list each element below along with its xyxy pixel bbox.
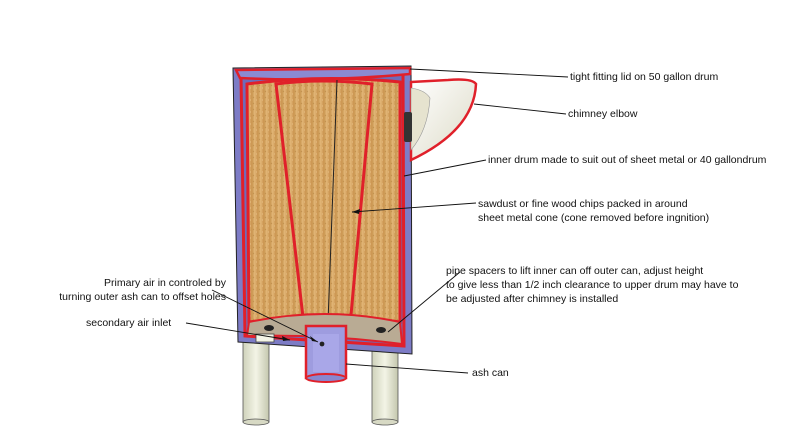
label-primary-air-line-2: turning outer ash can to offset holes <box>59 291 226 303</box>
label-ash-can: ash can <box>472 366 509 380</box>
label-lid-line-1: tight fitting lid on 50 gallon drum <box>570 71 719 83</box>
leader-elbow <box>473 103 567 115</box>
label-primary-air: Primary air in controled by turning oute… <box>59 276 226 304</box>
label-inner-drum-line-1: inner drum made to suit out of sheet met… <box>488 154 767 166</box>
label-sawdust-line-2: sheet metal cone (cone removed before in… <box>478 212 710 224</box>
label-sawdust: sawdust or fine wood chips packed in aro… <box>478 197 709 225</box>
label-spacers-line-1: pipe spacers to lift inner can off outer… <box>446 265 704 277</box>
leader-ash-can <box>345 363 469 374</box>
label-spacers-line-2: to give less than 1/2 inch clearance to … <box>446 279 739 291</box>
left-leg-foot <box>242 418 270 426</box>
label-sawdust-line-1: sawdust or fine wood chips packed in aro… <box>478 198 688 210</box>
label-primary-air-line-1: Primary air in controled by <box>104 277 226 289</box>
floor-hole-right <box>376 327 386 333</box>
label-inner-drum: inner drum made to suit out of sheet met… <box>488 153 766 167</box>
right-leg-foot <box>371 418 399 426</box>
label-ash-can-line-1: ash can <box>472 367 509 379</box>
ash-can <box>304 324 348 383</box>
leader-primary-air <box>211 289 319 343</box>
leader-secondary-air <box>185 322 291 341</box>
label-secondary-air-line-1: secondary air inlet <box>86 317 172 329</box>
leader-arrowheads <box>282 209 360 342</box>
label-elbow-line-1: chimney elbow <box>568 108 638 120</box>
leader-spacers <box>387 271 461 333</box>
label-spacers-line-3: be adjusted after chimney is installed <box>446 293 619 305</box>
primary-air-hole <box>319 341 325 347</box>
leader-sawdust <box>351 202 477 213</box>
cone-centerline <box>327 79 338 323</box>
label-chimney-elbow: chimney elbow <box>568 107 637 121</box>
left-leg <box>242 339 270 423</box>
secondary-air-pipe <box>255 333 275 343</box>
chimney-collar <box>404 112 412 142</box>
label-lid: tight fitting lid on 50 gallon drum <box>570 70 718 84</box>
leader-lines <box>185 68 569 374</box>
label-pipe-spacers: pipe spacers to lift inner can off outer… <box>446 264 738 306</box>
leader-lid <box>409 68 569 78</box>
leader-inner-drum <box>403 159 487 177</box>
chimney-elbow-shadow <box>410 87 431 151</box>
label-secondary-air: secondary air inlet <box>86 316 171 330</box>
right-leg <box>371 344 399 423</box>
floor-hole-left <box>264 325 274 331</box>
